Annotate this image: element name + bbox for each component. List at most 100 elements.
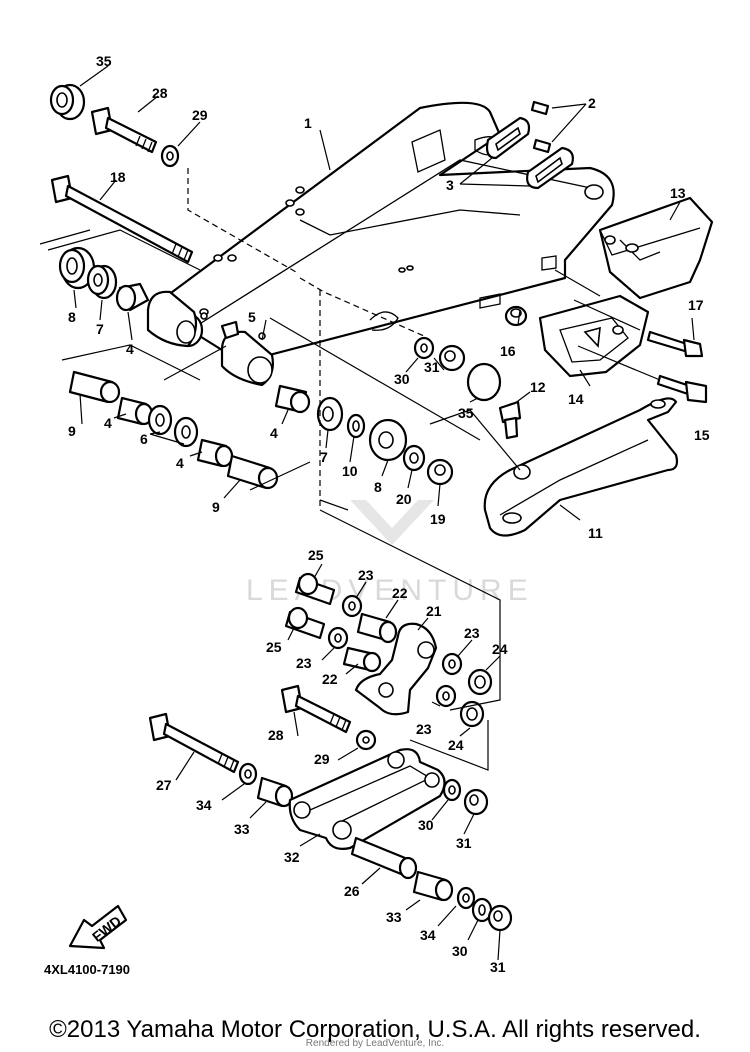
callout-15: 15: [694, 427, 710, 443]
cap-35-lower[interactable]: [466, 362, 502, 402]
collar-4-center[interactable]: [274, 384, 311, 414]
callout-28: 28: [152, 85, 168, 101]
callout-31-b: 31: [456, 835, 472, 851]
callout-7: 7: [96, 321, 104, 337]
callout-4-b: 4: [104, 415, 112, 431]
collar-25-upper[interactable]: [294, 572, 336, 606]
bearing-6-b[interactable]: [173, 416, 199, 448]
callout-24: 24: [492, 641, 508, 657]
callout-29: 29: [192, 107, 208, 123]
callout-9-b: 9: [212, 499, 220, 515]
bolt-28-lower[interactable]: [280, 684, 352, 734]
washer-30-upper[interactable]: [413, 336, 435, 360]
assembly-lines: [39, 65, 695, 961]
bushing-24-b[interactable]: [459, 700, 485, 728]
nut-31-mid[interactable]: [463, 788, 489, 816]
callout-4: 4: [126, 341, 134, 357]
collar-22-lower[interactable]: [342, 646, 382, 673]
chain-slider-13[interactable]: [598, 196, 714, 300]
spacer-9-left[interactable]: [68, 370, 121, 404]
callout-30: 30: [394, 371, 410, 387]
collar-25-lower[interactable]: [284, 606, 326, 640]
callout-31-c: 31: [490, 959, 506, 975]
callout-12: 12: [530, 379, 546, 395]
washer-23-d[interactable]: [435, 684, 457, 708]
bushing-24-a[interactable]: [467, 668, 493, 696]
callout-32: 32: [284, 849, 300, 865]
bolt-12[interactable]: [498, 400, 522, 440]
callout-1: 1: [304, 115, 312, 131]
callout-9: 9: [68, 423, 76, 439]
rendered-by-note: Rendered by LeadVenture, Inc.: [305, 1038, 445, 1049]
callout-23: 23: [358, 567, 374, 583]
collar-4-left[interactable]: [115, 282, 150, 312]
bearing-7-center[interactable]: [316, 396, 344, 432]
callout-26: 26: [344, 883, 360, 899]
washer-34-left[interactable]: [238, 762, 258, 786]
callout-22-b: 22: [322, 671, 338, 687]
bushing-8-center[interactable]: [368, 418, 408, 462]
clip-near-pivot: [369, 311, 399, 331]
connecting-rod-32[interactable]: [288, 748, 446, 850]
callout-25-b: 25: [266, 639, 282, 655]
nut-19[interactable]: [426, 458, 454, 486]
washer-34-right[interactable]: [456, 886, 476, 910]
parts-diagram: LEADVENTURE: [39, 53, 714, 975]
chain-guide-14[interactable]: [538, 294, 650, 378]
spacer-9-right[interactable]: [226, 454, 279, 490]
callout-21: 21: [426, 603, 442, 619]
callout-25: 25: [308, 547, 324, 563]
callout-5: 5: [248, 309, 256, 325]
callout-24-b: 24: [448, 737, 464, 753]
callout-11: 11: [588, 525, 603, 541]
callout-33: 33: [234, 821, 250, 837]
bolt-28-top[interactable]: [90, 106, 158, 154]
callout-8: 8: [68, 309, 76, 325]
callout-4-c: 4: [176, 455, 184, 471]
callout-34: 34: [196, 797, 212, 813]
bearing-7-left[interactable]: [86, 264, 118, 300]
callout-19: 19: [430, 511, 446, 527]
screws-2[interactable]: [530, 100, 552, 154]
washer-20[interactable]: [402, 444, 426, 472]
washer-23-b[interactable]: [327, 626, 349, 650]
collar-33-right[interactable]: [412, 870, 454, 902]
fwd-arrow-icon: FWD: [68, 904, 128, 950]
washer-23-c[interactable]: [441, 652, 463, 676]
pivot-shaft-18[interactable]: [50, 174, 194, 264]
adjuster-plates-3[interactable]: [485, 116, 574, 190]
bolt-17[interactable]: [646, 330, 704, 358]
callout-18: 18: [110, 169, 126, 185]
callout-6: 6: [140, 431, 148, 447]
callout-30-b: 30: [418, 817, 434, 833]
washer-10[interactable]: [346, 413, 366, 439]
nut-31-right[interactable]: [487, 904, 513, 932]
callout-29-b: 29: [314, 751, 330, 767]
collar-22-upper[interactable]: [356, 612, 398, 644]
washer-29-lower[interactable]: [355, 729, 377, 751]
callout-27: 27: [156, 777, 172, 793]
callout-7-b: 7: [320, 449, 328, 465]
collar-26[interactable]: [350, 836, 418, 880]
bolt-15[interactable]: [656, 374, 708, 404]
collar-4-lower-a[interactable]: [116, 396, 154, 426]
bearing-6-a[interactable]: [147, 404, 173, 436]
relay-arm-21[interactable]: [354, 622, 438, 716]
washer-30-mid[interactable]: [442, 778, 462, 802]
nut-31-upper[interactable]: [438, 344, 466, 372]
callout-28-b: 28: [268, 727, 284, 743]
callouts: 35 28 29 1 2 3 18 13 8 7 4 5 16 17 30 31…: [68, 53, 710, 975]
collar-4-lower-b[interactable]: [196, 438, 234, 468]
callout-35-lower: 35: [458, 405, 474, 421]
washer-23-a[interactable]: [341, 594, 363, 618]
watermark-text: LEADVENTURE: [246, 574, 534, 607]
nut-16[interactable]: [504, 305, 528, 327]
collar-33-left[interactable]: [256, 776, 294, 808]
washer-29-top[interactable]: [160, 144, 180, 168]
cap-35-top[interactable]: [49, 83, 86, 121]
swingarm[interactable]: [146, 101, 615, 387]
bolt-27[interactable]: [148, 712, 240, 774]
callout-22: 22: [392, 585, 408, 601]
bushing-8-left[interactable]: [58, 246, 96, 290]
callout-17: 17: [688, 297, 704, 313]
